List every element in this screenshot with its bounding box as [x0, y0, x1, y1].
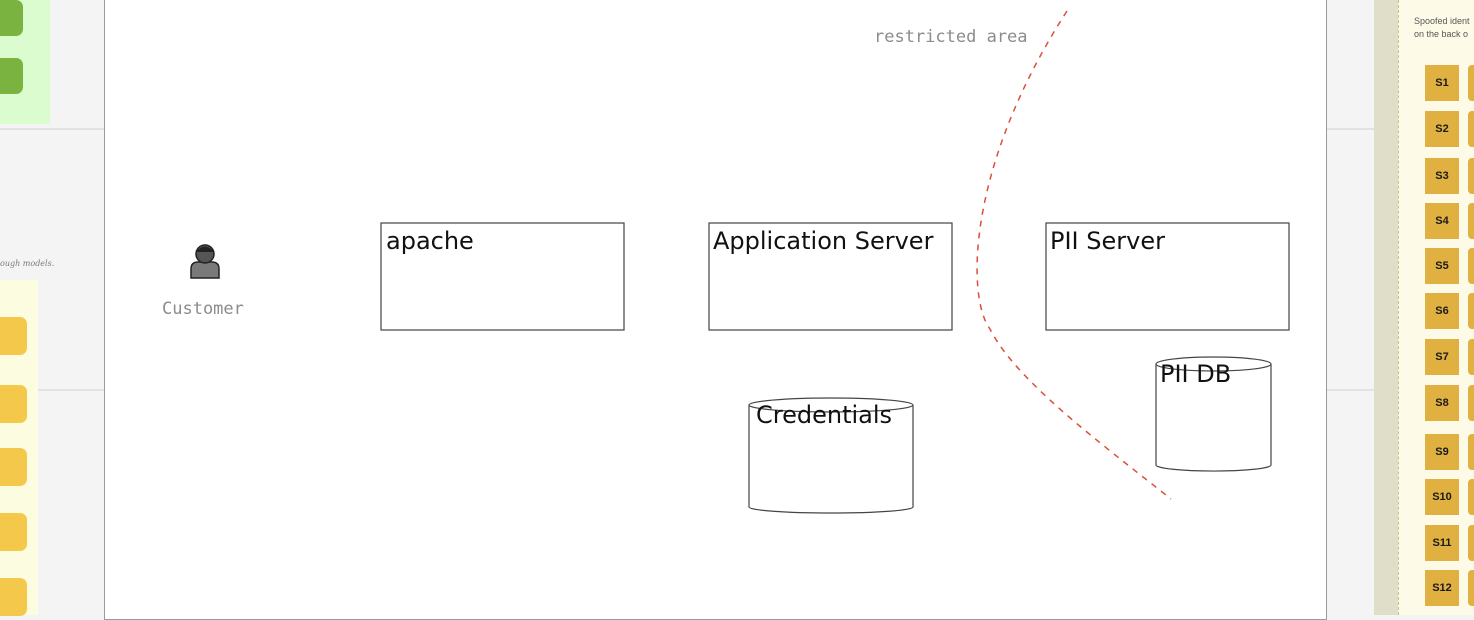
card-edge[interactable] [1468, 479, 1474, 515]
process-box-pii-server [1045, 222, 1290, 331]
process-box-apache [380, 222, 625, 331]
diagram-canvas[interactable]: restricted area Customer apache Applicat… [104, 0, 1327, 620]
card-s1[interactable]: S1 [1425, 65, 1459, 101]
trust-boundary-label: restricted area [874, 27, 1028, 47]
card-edge[interactable] [1468, 248, 1474, 284]
right-card-panel: Spoofed ident on the back o S1 S2 S3 S4 … [1374, 0, 1474, 615]
yellow-card[interactable] [0, 578, 27, 616]
left-yellow-panel [0, 280, 38, 616]
card-edge[interactable] [1468, 385, 1474, 421]
card-s11[interactable]: S11 [1425, 525, 1459, 561]
card-s10[interactable]: S10 [1425, 479, 1459, 515]
green-card[interactable] [0, 58, 23, 94]
actor-label: Customer [162, 299, 244, 319]
card-s7[interactable]: S7 [1425, 339, 1459, 375]
card-edge[interactable] [1468, 339, 1474, 375]
yellow-card[interactable] [0, 317, 27, 355]
card-edge[interactable] [1468, 525, 1474, 561]
datastore-credentials [748, 397, 914, 514]
green-card[interactable] [0, 0, 23, 36]
card-edge[interactable] [1468, 434, 1474, 470]
card-s2[interactable]: S2 [1425, 111, 1459, 147]
card-edge[interactable] [1468, 158, 1474, 194]
card-s4[interactable]: S4 [1425, 203, 1459, 239]
left-panel-caption: ough models. [0, 259, 55, 268]
card-edge[interactable] [1468, 111, 1474, 147]
card-edge[interactable] [1468, 65, 1474, 101]
person-icon [190, 244, 220, 279]
process-box-app-server [708, 222, 953, 331]
card-s3[interactable]: S3 [1425, 158, 1459, 194]
process-label-pii-server: PII Server [1050, 227, 1165, 255]
card-s9[interactable]: S9 [1425, 434, 1459, 470]
right-panel-text-line: Spoofed ident [1414, 16, 1470, 26]
card-s12[interactable]: S12 [1425, 570, 1459, 606]
card-s8[interactable]: S8 [1425, 385, 1459, 421]
card-edge[interactable] [1468, 570, 1474, 606]
card-edge[interactable] [1468, 203, 1474, 239]
yellow-card[interactable] [0, 448, 27, 486]
card-edge[interactable] [1468, 293, 1474, 329]
datastore-label-pii-db: PII DB [1160, 360, 1232, 388]
datastore-label-credentials: Credentials [756, 401, 893, 429]
datastore-pii-db [1155, 356, 1272, 472]
process-label-app-server: Application Server [713, 227, 934, 255]
process-label-apache: apache [386, 227, 474, 255]
yellow-card[interactable] [0, 513, 27, 551]
yellow-card[interactable] [0, 385, 27, 423]
card-s5[interactable]: S5 [1425, 248, 1459, 284]
card-s6[interactable]: S6 [1425, 293, 1459, 329]
right-panel-text-line: on the back o [1414, 29, 1469, 39]
diagram-svg [190, 10, 1290, 514]
left-green-panel [0, 0, 50, 124]
